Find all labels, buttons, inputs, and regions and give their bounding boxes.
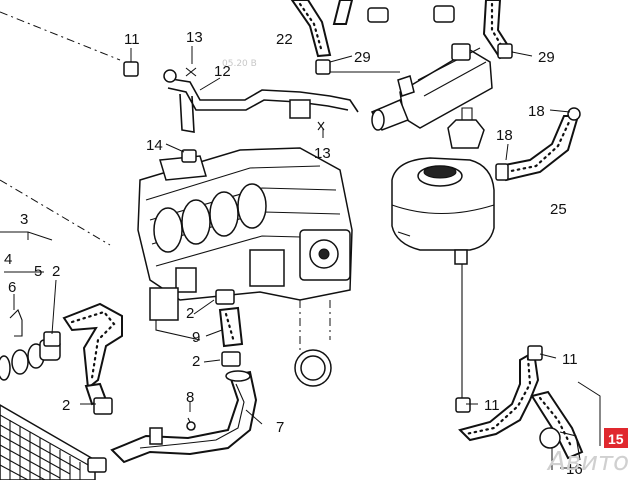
label-2-low: 2 <box>192 353 200 370</box>
label-11-right: 11 <box>562 351 578 368</box>
label-16: 16 <box>566 461 583 478</box>
watermark-logo: Авито <box>546 447 629 477</box>
label-12: 12 <box>214 63 231 80</box>
label-11-top: 11 <box>124 31 140 48</box>
watermark-small: 05.20 В <box>222 59 257 69</box>
label-7: 7 <box>276 419 284 436</box>
label-18-mid: 18 <box>496 127 513 144</box>
label-29-right: 29 <box>538 49 555 66</box>
gasket <box>294 300 332 387</box>
hose-5 <box>62 302 123 406</box>
label-18-right: 18 <box>528 103 545 120</box>
label-13-mid: 13 <box>314 145 331 162</box>
label-9: 9 <box>192 329 200 346</box>
label-2-bottom: 2 <box>62 397 70 414</box>
hose-lower-right <box>455 264 584 461</box>
reference-line <box>0 11 121 61</box>
expansion-tank <box>391 107 495 265</box>
label-leaders <box>0 46 601 470</box>
label-6: 6 <box>8 279 16 296</box>
hose-25 <box>495 107 581 182</box>
label-8: 8 <box>186 389 194 406</box>
label-4: 4 <box>4 251 12 268</box>
badge-15: 15 <box>604 428 628 448</box>
coolant-flange <box>330 43 493 131</box>
label-29-left: 29 <box>354 49 371 66</box>
label-14: 14 <box>146 137 163 154</box>
hose-22 <box>290 0 354 58</box>
label-2-mid: 2 <box>186 305 194 322</box>
label-2-left: 2 <box>52 263 60 280</box>
label-3: 3 <box>20 211 28 228</box>
label-11-bottom: 11 <box>484 397 500 414</box>
label-5: 5 <box>34 263 42 280</box>
reference-line <box>0 179 111 246</box>
label-25: 25 <box>550 201 567 218</box>
label-15: 15 <box>608 431 624 447</box>
hose-7 <box>87 370 258 473</box>
label-13-top: 13 <box>186 29 203 46</box>
clamps <box>43 43 513 431</box>
radiator <box>0 404 96 480</box>
engine-block <box>137 147 353 341</box>
hose-9 <box>215 289 244 367</box>
label-22: 22 <box>276 31 293 48</box>
hose-upper-right <box>367 0 514 60</box>
coolant-pipe-12 <box>163 69 359 133</box>
